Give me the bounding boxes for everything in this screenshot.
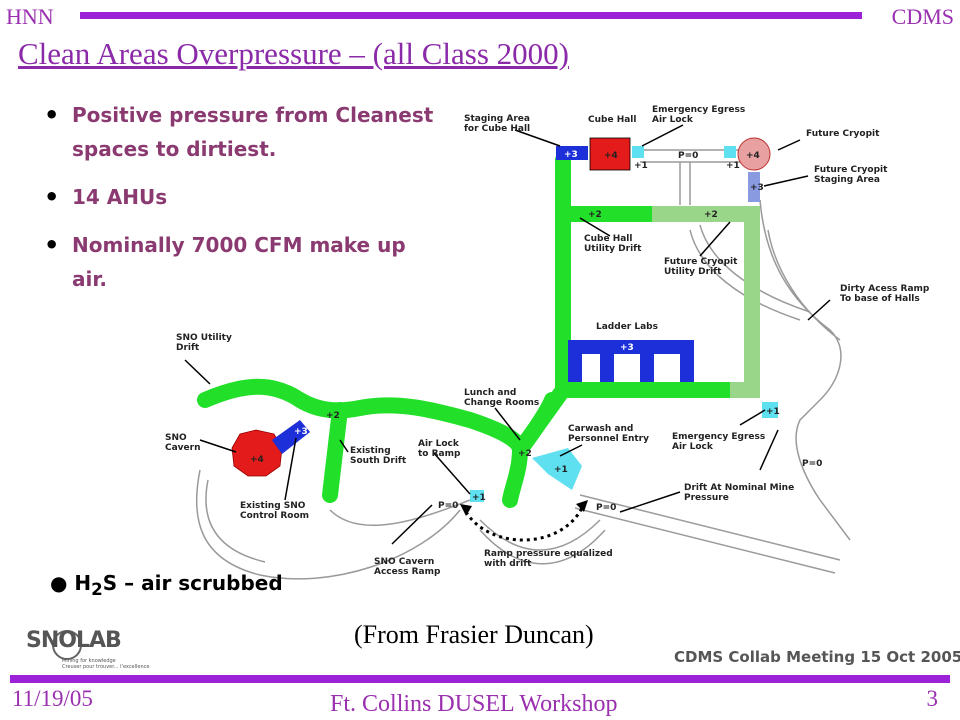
egress-airlock-bottom — [762, 402, 778, 418]
page-number: 3 — [926, 686, 939, 711]
ramp-equalized-arrow — [464, 507, 584, 542]
svg-text:+4: +4 — [746, 151, 760, 161]
svg-text:+3: +3 — [294, 427, 308, 437]
svg-text:+3: +3 — [750, 183, 764, 193]
svg-text:Cube Hall: Cube Hall — [588, 115, 636, 125]
svg-text:P=0: P=0 — [438, 501, 458, 511]
snolab-logo-text: SNOLAB — [26, 628, 122, 653]
footer-date: 11/19/05 — [12, 686, 93, 711]
cube-hall-block — [589, 137, 631, 171]
svg-text:Ladder Labs: Ladder Labs — [596, 322, 658, 332]
bottom-divider-bar — [10, 675, 950, 683]
future-drifts — [652, 206, 760, 398]
svg-text:+3: +3 — [564, 150, 578, 160]
future-cryopit-staging — [748, 172, 760, 202]
bullet-item: 14 AHUs — [44, 180, 444, 214]
cube-hall-airlock — [632, 146, 644, 158]
header-left-label: HNN — [6, 4, 54, 29]
svg-text:+2: +2 — [518, 449, 532, 459]
svg-text:+1: +1 — [766, 407, 780, 417]
snolab-logo-ring — [52, 630, 82, 660]
bullet-item: Positive pressure from Cleanest spaces t… — [44, 98, 444, 166]
air-lock-ramp — [470, 490, 484, 502]
pressure-values: +3 +4 +1 P=0 +1 +4 +3 +2 +2 +3 +1 P=0 +2… — [250, 150, 822, 513]
svg-text:+2: +2 — [326, 411, 340, 421]
header-right-label: CDMS — [891, 4, 954, 29]
svg-text:+1: +1 — [554, 465, 568, 475]
svg-text:+3: +3 — [620, 343, 634, 353]
h2s-bullet-dot: ● — [50, 571, 68, 595]
bullet-list: Positive pressure from Cleanest spaces t… — [44, 98, 444, 310]
svg-text:+4: +4 — [604, 151, 618, 161]
staging-area-block — [556, 146, 588, 160]
ramp-arrow-head-right — [576, 500, 588, 512]
top-divider-bar — [80, 12, 862, 19]
svg-text:P=0: P=0 — [678, 151, 698, 161]
meeting-stamp: CDMS Collab Meeting 15 Oct 2005 — [674, 648, 960, 666]
svg-text:P=0: P=0 — [802, 459, 822, 469]
svg-text:+1: +1 — [472, 493, 486, 503]
h2s-subscript: 2 — [91, 580, 103, 599]
ladder-labs — [568, 340, 694, 382]
h2s-bullet: ● H2S – air scrubbed — [50, 571, 283, 599]
bullet-item: Nominally 7000 CFM make up air. — [44, 228, 444, 296]
svg-text:P=0: P=0 — [596, 503, 616, 513]
svg-text:+2: +2 — [704, 210, 718, 220]
cryopit-airlock — [724, 146, 736, 158]
ramp-arrow-head-left — [460, 504, 472, 516]
snolab-logo: SNOLAB Mining for knowledge Creuser pour… — [26, 628, 150, 672]
svg-text:+1: +1 — [634, 161, 648, 171]
clean-drifts — [197, 152, 738, 508]
carwash-entry — [532, 448, 582, 490]
snolab-logo-tagline-fr: Creuser pour trouver... l'excellence — [62, 664, 150, 670]
slide-title: Clean Areas Overpressure – (all Class 20… — [18, 36, 569, 71]
svg-text:Future Cryopit: Future Cryopit — [806, 129, 880, 139]
h2s-suffix: S – air scrubbed — [102, 571, 283, 595]
sno-cavern — [231, 429, 283, 477]
future-cryopit — [737, 137, 771, 171]
sno-link-drift — [272, 420, 310, 454]
h2s-prefix: H — [74, 571, 92, 595]
mine-drift-outlines — [195, 149, 851, 580]
snolab-logo-tagline: Mining for knowledge — [62, 658, 116, 664]
svg-text:+4: +4 — [250, 455, 264, 465]
callout-arrows — [184, 124, 831, 545]
source-credit: (From Frasier Duncan) — [354, 620, 594, 649]
svg-text:+1: +1 — [726, 161, 740, 171]
svg-text:+2: +2 — [588, 210, 602, 220]
footer-workshop: Ft. Collins DUSEL Workshop — [330, 691, 618, 717]
